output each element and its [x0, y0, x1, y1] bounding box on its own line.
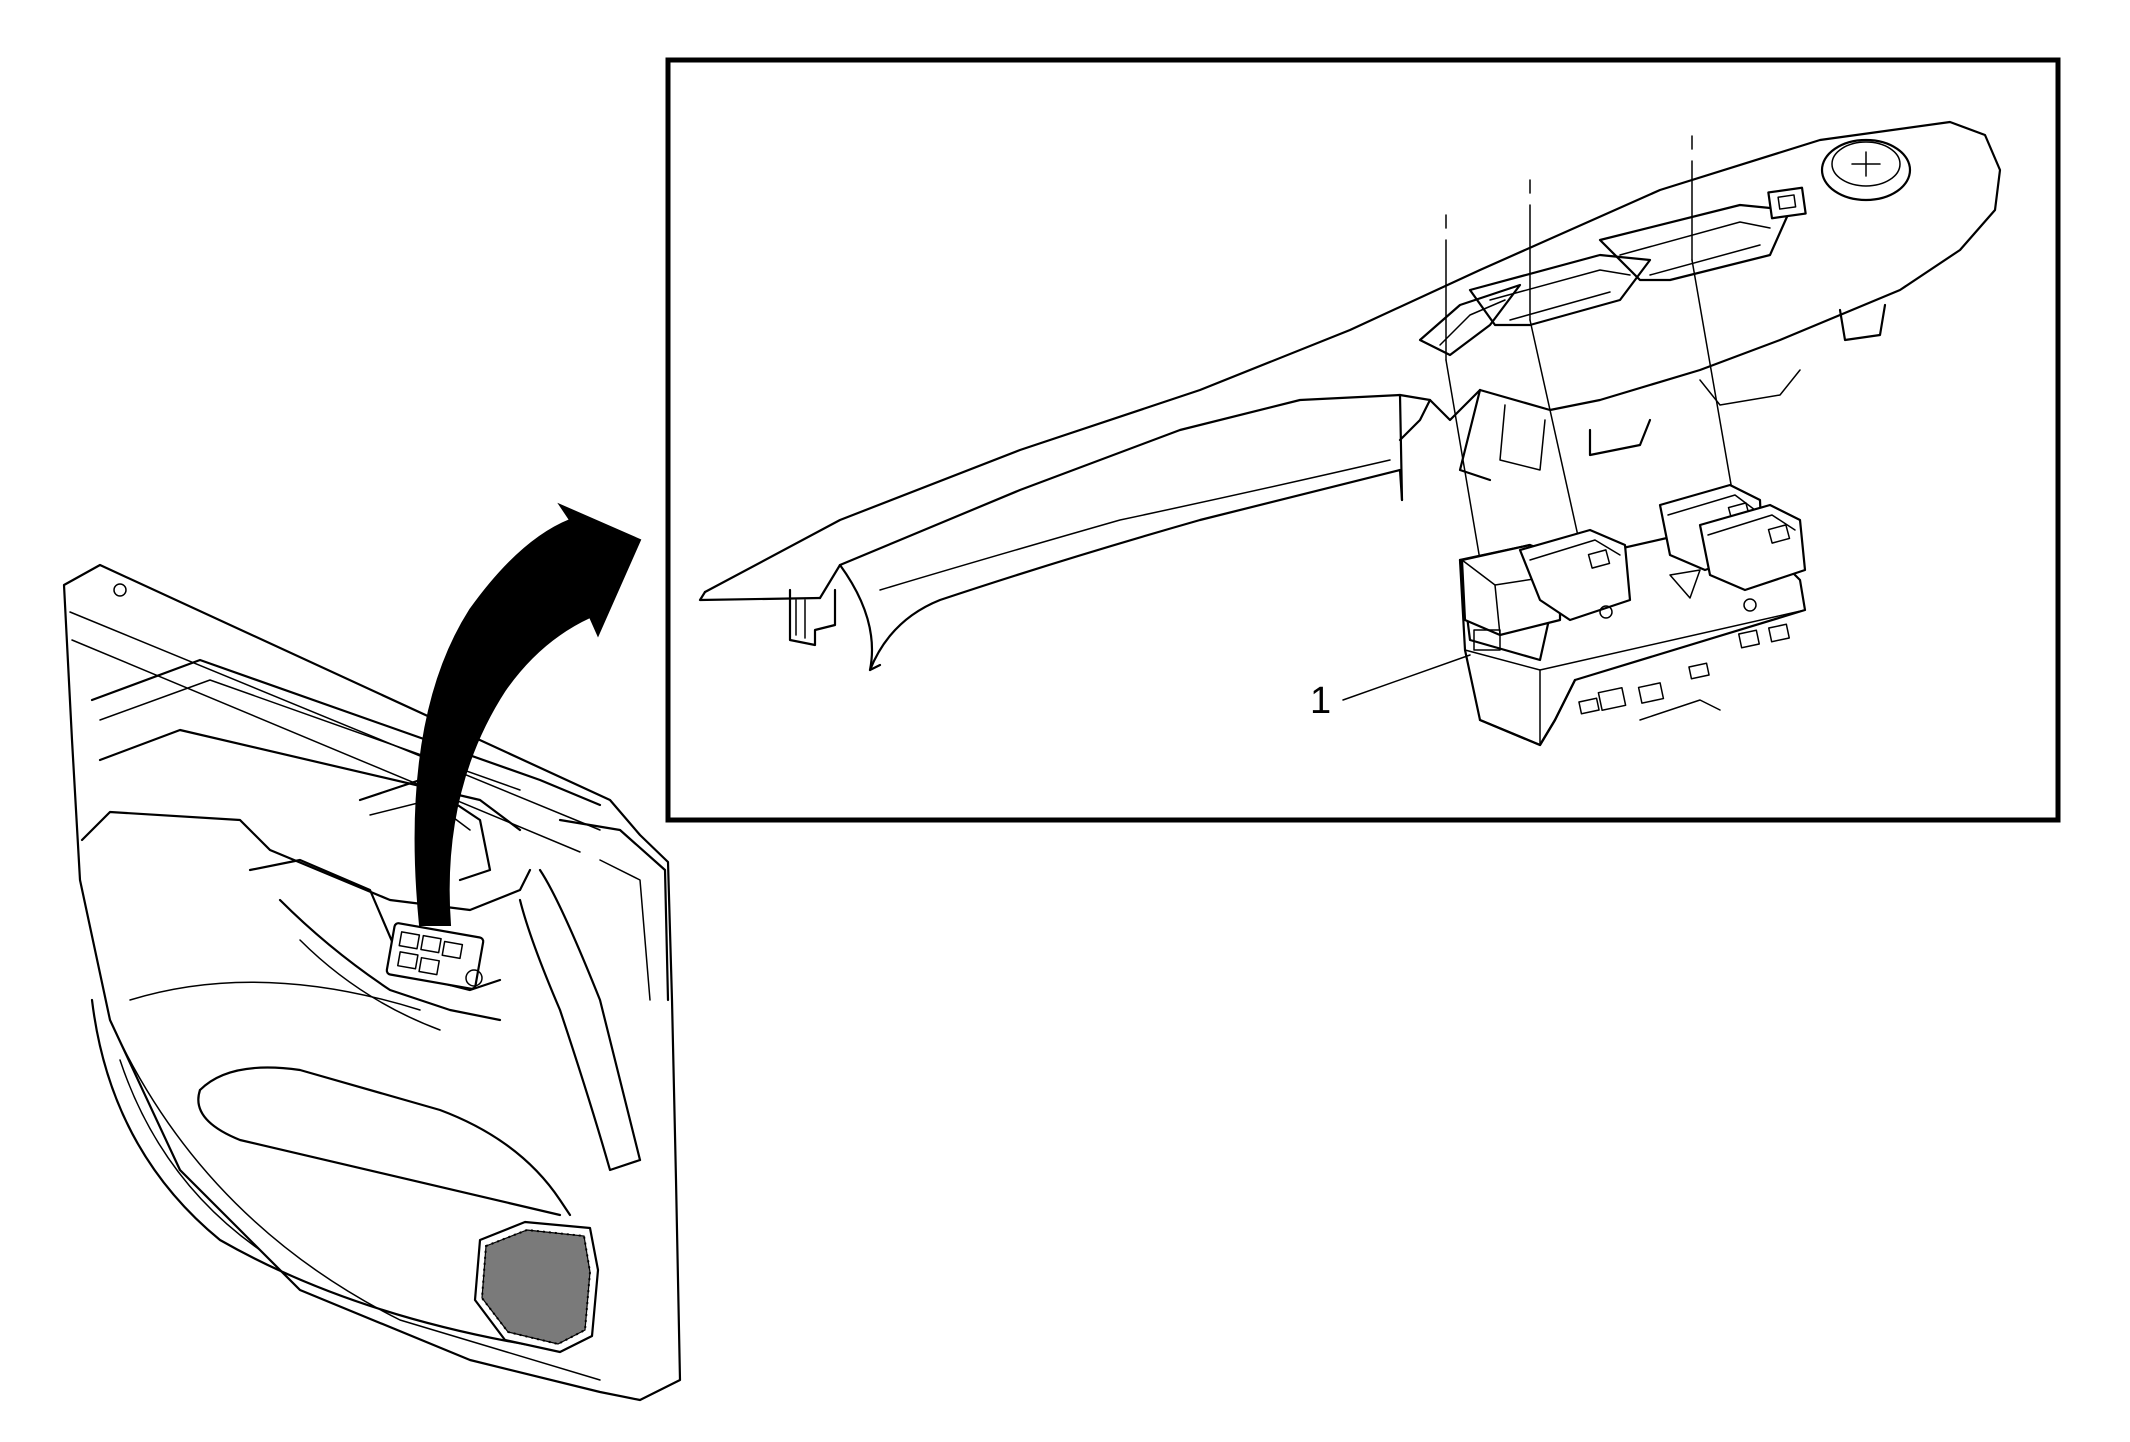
curved-arrow	[414, 502, 642, 926]
callout-number: 1	[1310, 680, 1331, 722]
callout-1: 1	[1310, 654, 1471, 722]
armrest-bezel	[698, 120, 2002, 672]
speaker-grille	[473, 1220, 600, 1354]
door-trim-panel	[62, 563, 682, 1402]
detail-frame	[665, 57, 2061, 823]
window-switch-assembly	[1458, 483, 1807, 747]
